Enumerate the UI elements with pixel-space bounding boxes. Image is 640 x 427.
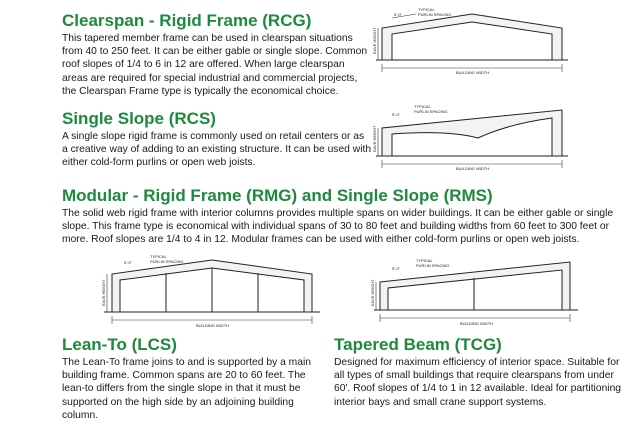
rcg-purlin-label: PURLIN SPACING: [418, 12, 452, 17]
diagram-rmg: EAVE HEIGHT BUILDING WIDTH 5'-0" TYPICAL…: [101, 254, 320, 328]
rmg-typical-label: TYPICAL: [150, 254, 167, 259]
section-body-lcs: The Lean-To frame joins to and is suppor…: [62, 357, 311, 421]
rmg-eave-height-label: EAVE HEIGHT: [101, 279, 106, 306]
section-body-modular: The solid web rigid frame with interior …: [62, 208, 614, 246]
section-lcs: Lean-To (LCS) The Lean-To frame joins to…: [62, 335, 324, 422]
rms-typical-label: TYPICAL: [416, 258, 433, 263]
section-body-rcg: This tapered member frame can be used in…: [62, 33, 368, 97]
rms-building-width-label: BUILDING WIDTH: [460, 321, 493, 326]
section-title-rcs: Single Slope (RCS): [62, 109, 216, 128]
rcg-eave-height-label: EAVE HEIGHT: [372, 27, 377, 54]
section-tcg: Tapered Beam (TCG) Designed for maximum …: [334, 335, 632, 409]
rmg-dim-label: 5'-0": [124, 260, 133, 265]
section-body-tcg: Designed for maximum efficiency of inter…: [334, 357, 622, 408]
section-title-rcg: Clearspan - Rigid Frame (RCG): [62, 11, 312, 30]
rms-eave-height-label: EAVE HEIGHT: [370, 279, 375, 306]
rcg-building-width-label: BUILDING WIDTH: [456, 70, 489, 75]
rcg-typical-label: TYPICAL: [418, 7, 435, 12]
diagram-rcg: EAVE HEIGHT BUILDING WIDTH 5'-0" TYPICAL…: [372, 7, 568, 75]
section-title-modular: Modular - Rigid Frame (RMG) and Single S…: [62, 186, 493, 205]
rcs-purlin-label: PURLIN SPACING: [414, 109, 448, 114]
rcg-dim-label: 5'-0": [394, 12, 403, 17]
diagram-rcs: EAVE HEIGHT BUILDING WIDTH 5'-0" TYPICAL…: [372, 104, 568, 171]
rms-dim-label: 5'-0": [392, 266, 401, 271]
section-title-tcg: Tapered Beam (TCG): [334, 335, 502, 354]
rms-purlin-label: PURLIN SPACING: [416, 263, 450, 268]
rcs-building-width-label: BUILDING WIDTH: [456, 166, 489, 171]
section-body-rcs: A single slope rigid frame is commonly u…: [62, 131, 372, 169]
rmg-building-width-label: BUILDING WIDTH: [196, 323, 229, 328]
section-rcg: Clearspan - Rigid Frame (RCG) This taper…: [62, 11, 372, 98]
rcs-eave-height-label: EAVE HEIGHT: [372, 125, 377, 152]
section-title-lcs: Lean-To (LCS): [62, 335, 177, 354]
section-modular: Modular - Rigid Frame (RMG) and Single S…: [62, 186, 634, 247]
rcs-typical-label: TYPICAL: [414, 104, 431, 109]
rcs-dim-label: 5'-0": [392, 112, 401, 117]
section-rcs: Single Slope (RCS) A single slope rigid …: [62, 109, 372, 170]
diagram-rms: EAVE HEIGHT BUILDING WIDTH 5'-0" TYPICAL…: [370, 258, 578, 326]
rmg-purlin-label: PURLIN SPACING: [150, 259, 184, 264]
